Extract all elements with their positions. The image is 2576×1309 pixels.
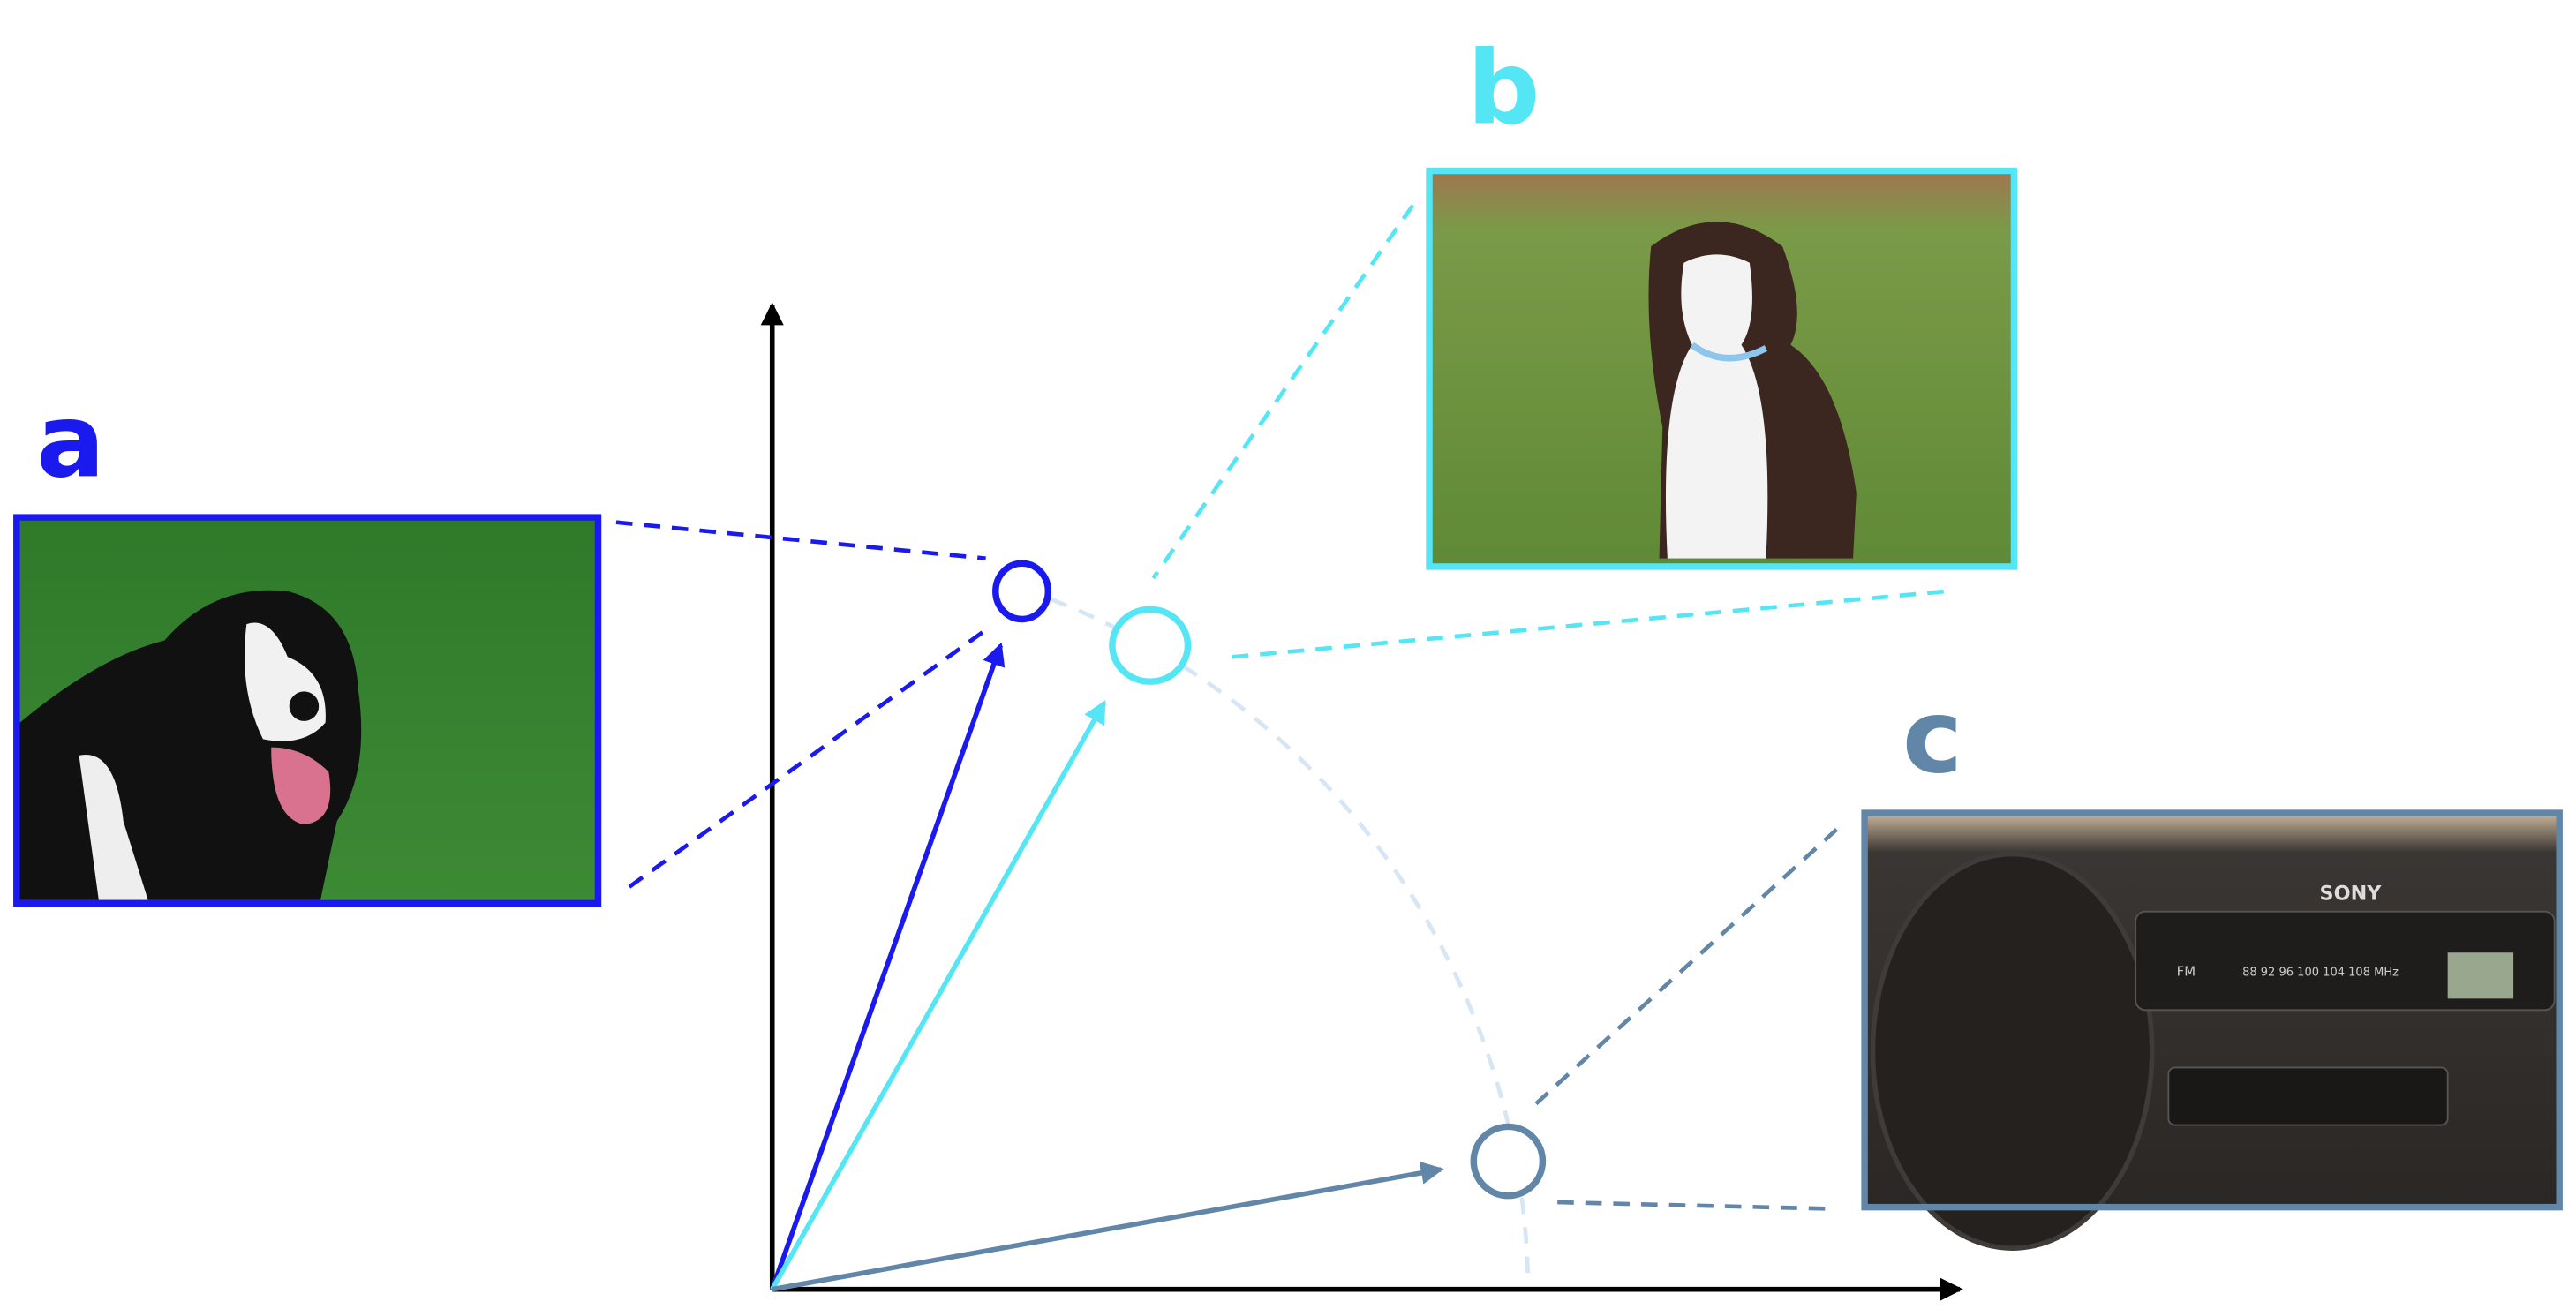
label-c: c <box>1902 679 1962 797</box>
connector-a-top <box>615 520 986 560</box>
radio-brand: SONY <box>2320 883 2383 906</box>
point-b <box>1109 606 1192 685</box>
similarity-arc <box>1051 597 1530 1274</box>
point-c <box>1470 1123 1547 1200</box>
vector-c <box>772 1161 1444 1292</box>
vector-a <box>770 642 1006 1290</box>
image-c-boombox: SONY FM 88 92 96 100 104 108 MHz <box>1861 809 2563 1251</box>
label-a: a <box>36 383 105 501</box>
image-a-dog-closeup <box>13 514 602 907</box>
point-a <box>992 560 1052 623</box>
connector-b-right <box>1232 589 1947 659</box>
image-b-dog-sitting <box>1426 167 2018 570</box>
connector-c-bottom <box>1557 1200 1832 1211</box>
radio-frequencies: 88 92 96 100 104 108 MHz <box>2242 966 2399 979</box>
connector-c-top <box>1534 827 1839 1106</box>
radio-band: FM <box>2177 963 2196 979</box>
label-b: b <box>1467 30 1540 148</box>
connector-b-left <box>1151 204 1415 580</box>
vector-b <box>770 700 1107 1291</box>
